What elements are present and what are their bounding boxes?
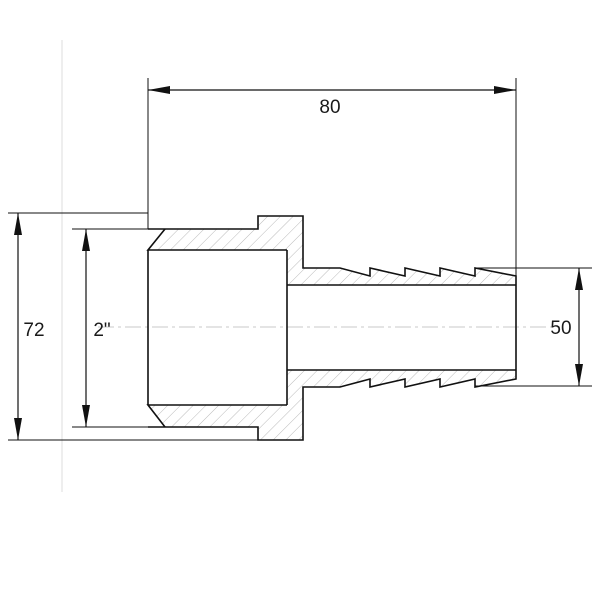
dimension-label-72: 72 (23, 320, 44, 341)
arrowhead-72-top (14, 213, 22, 235)
arrowhead-80-right (494, 86, 516, 94)
hatched-barb-bottom (287, 370, 516, 405)
hatched-section-top (148, 216, 303, 250)
hatched-section-bottom (148, 405, 303, 440)
dimension-label-80: 80 (319, 97, 340, 118)
fitting-outline (148, 215, 517, 441)
dimension-label-50: 50 (550, 318, 571, 339)
arrowhead-50-bottom (575, 364, 583, 386)
arrowhead-thread-bottom (82, 405, 90, 427)
arrowhead-50-top (575, 268, 583, 290)
arrowhead-72-bottom (14, 418, 22, 440)
arrowhead-80-left (148, 86, 170, 94)
dimension-label-thread: 2" (93, 320, 110, 341)
arrowhead-thread-top (82, 229, 90, 251)
hatched-barb-top (287, 250, 516, 285)
